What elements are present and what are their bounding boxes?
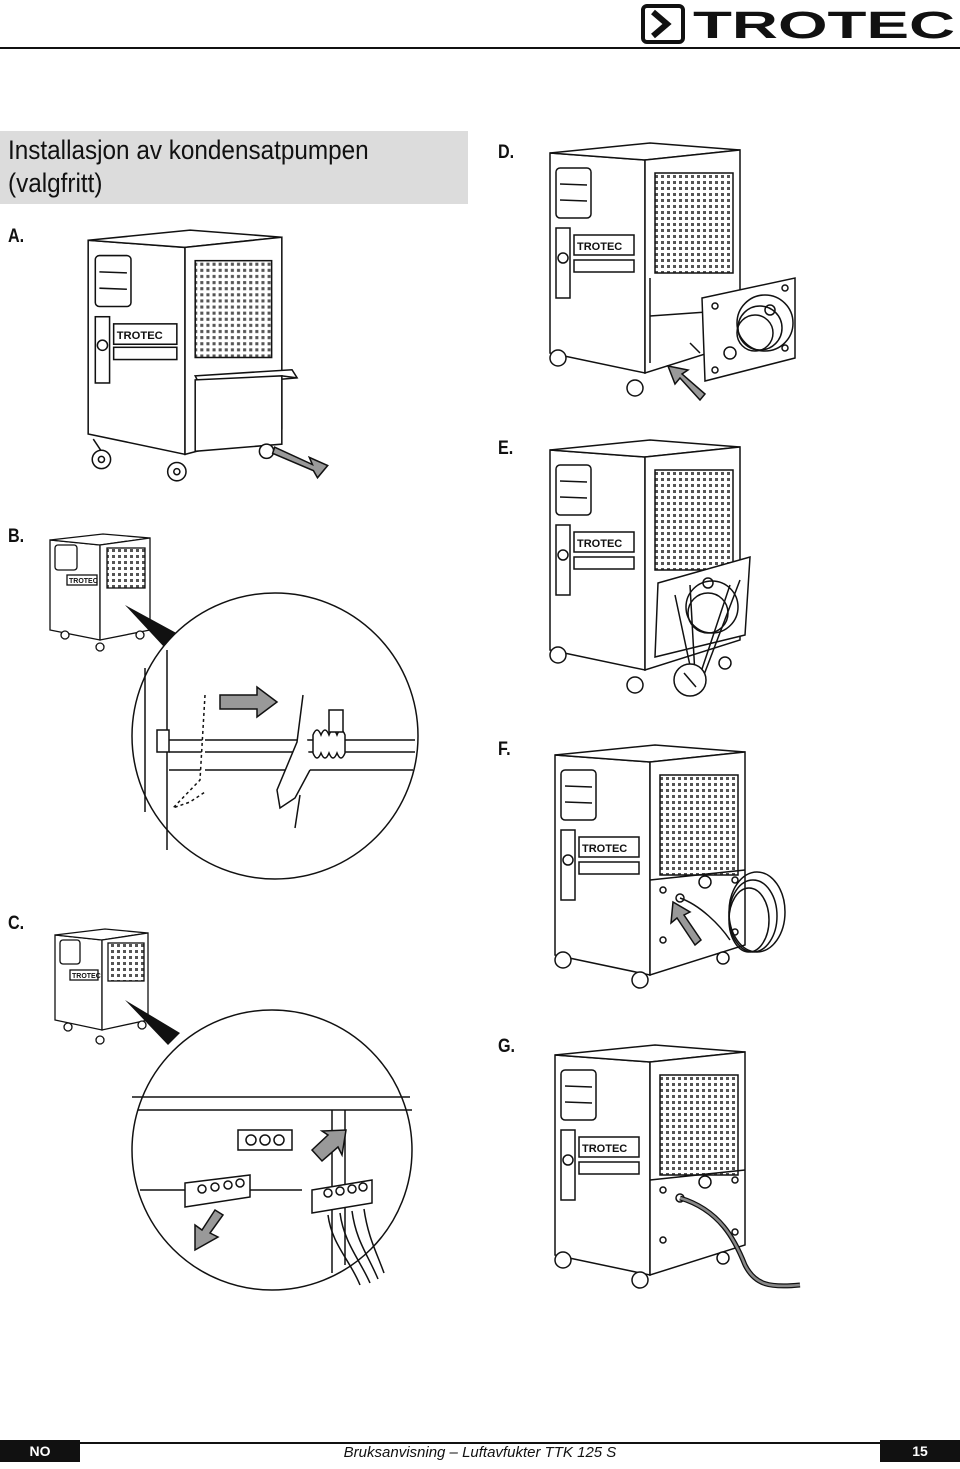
step-label-e: E. [498, 438, 514, 459]
step-label-d: D. [498, 142, 515, 163]
brand-name: TROTEC [693, 5, 955, 44]
svg-text:TROTEC: TROTEC [582, 1143, 627, 1155]
figure-f-attach-hose: TROTEC [554, 744, 786, 989]
page-title: Installasjon av kondensatpumpen (valgfri… [8, 135, 369, 198]
footer: NO Bruksanvisning – Luftavfukter TTK 125… [0, 1440, 960, 1462]
step-label-b: B. [8, 526, 25, 547]
step-label-f: F. [498, 739, 511, 760]
svg-text:TROTEC: TROTEC [577, 241, 622, 253]
svg-text:TROTEC: TROTEC [582, 843, 627, 855]
footer-rule [80, 1442, 880, 1444]
step-label-a: A. [8, 226, 25, 247]
step-label-g: G. [498, 1036, 516, 1057]
svg-text:TROTEC: TROTEC [577, 538, 622, 550]
figure-e-screw-pump-plate: TROTEC [549, 439, 751, 697]
title-box [0, 131, 468, 204]
figure-a-dehumidifier-remove-tank: TROTEC [87, 229, 329, 482]
figure-c-connector-detail: TROTEC [54, 928, 413, 1291]
footer-page-number: 15 [880, 1440, 960, 1462]
figure-b-pump-bracket-detail: TROTEC [49, 533, 419, 880]
trotec-logo: TROTEC [641, 4, 955, 44]
step-label-c: C. [8, 913, 25, 934]
svg-text:TROTEC: TROTEC [117, 330, 163, 342]
svg-text:TROTEC: TROTEC [69, 578, 98, 585]
figure-g-hose-connected: TROTEC [554, 1044, 801, 1289]
footer-document-title: Bruksanvisning – Luftavfukter TTK 125 S [343, 1444, 617, 1461]
figure-d-insert-pump-plate: TROTEC [549, 142, 796, 402]
svg-text:TROTEC: TROTEC [72, 973, 101, 980]
footer-language: NO [0, 1440, 80, 1462]
header-rule [0, 47, 960, 49]
